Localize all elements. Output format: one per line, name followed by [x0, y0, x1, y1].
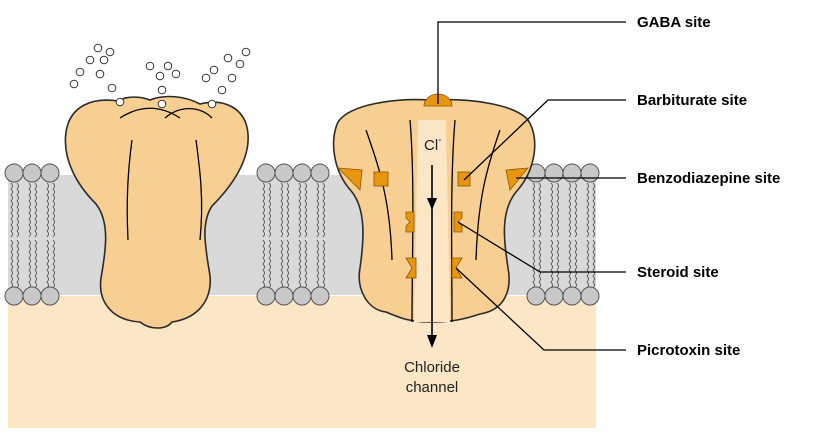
lipid-head-outer: [41, 164, 59, 182]
lipid-head-outer: [293, 164, 311, 182]
glycan-bead: [96, 70, 104, 78]
glycan-bead: [210, 66, 218, 74]
barbiturate-site-marker-left: [374, 172, 388, 186]
steroid-site-label: Steroid site: [637, 264, 719, 281]
lipid-head-inner: [5, 287, 23, 305]
glycan-bead: [108, 84, 116, 92]
lipid-head-outer: [581, 164, 599, 182]
benzodiazepine-site-label: Benzodiazepine site: [637, 170, 780, 187]
glycan-bead: [202, 74, 210, 82]
gaba-site-label: GABA site: [637, 14, 711, 31]
lipid-head-inner: [293, 287, 311, 305]
picrotoxin-site-label: Picrotoxin site: [637, 342, 740, 359]
lipid-head-inner: [563, 287, 581, 305]
lipid-head-inner: [275, 287, 293, 305]
glycan-bead: [172, 70, 180, 78]
glycan-bead: [228, 74, 236, 82]
lipid-head-outer: [311, 164, 329, 182]
lipid-head-outer: [257, 164, 275, 182]
glycan-bead: [76, 68, 84, 76]
lipid-head-outer: [275, 164, 293, 182]
glycan-bead: [158, 86, 166, 94]
glycan-bead: [86, 56, 94, 64]
glycan-bead: [208, 100, 216, 108]
lipid-head-inner: [257, 287, 275, 305]
glycan-bead: [116, 98, 124, 106]
glycan-bead: [106, 48, 114, 56]
glycan-bead: [242, 48, 250, 56]
lipid-head-outer: [5, 164, 23, 182]
lipid-head-inner: [311, 287, 329, 305]
lipid-head-inner: [581, 287, 599, 305]
glycan-bead: [70, 80, 78, 88]
lipid-head-outer: [545, 164, 563, 182]
chloride-channel-label-2: channel: [406, 379, 459, 396]
lipid-head-inner: [41, 287, 59, 305]
glycan-bead: [236, 60, 244, 68]
glycan-bead: [218, 86, 226, 94]
glycan-bead: [158, 100, 166, 108]
gaba-leader-line: [438, 22, 626, 104]
glycan-bead: [156, 72, 164, 80]
glycan-bead: [94, 44, 102, 52]
barbiturate-site-label: Barbiturate site: [637, 92, 747, 109]
glycan-bead: [100, 56, 108, 64]
lipid-head-outer: [563, 164, 581, 182]
lipid-head-inner: [545, 287, 563, 305]
lipid-head-inner: [527, 287, 545, 305]
glycan-bead: [224, 54, 232, 62]
glycan-bead: [164, 62, 172, 70]
lipid-head-inner: [23, 287, 41, 305]
chloride-channel-label: Chloride: [404, 359, 460, 376]
barbiturate-site-marker-right: [458, 172, 470, 186]
glycan-bead: [146, 62, 154, 70]
lipid-head-outer: [23, 164, 41, 182]
